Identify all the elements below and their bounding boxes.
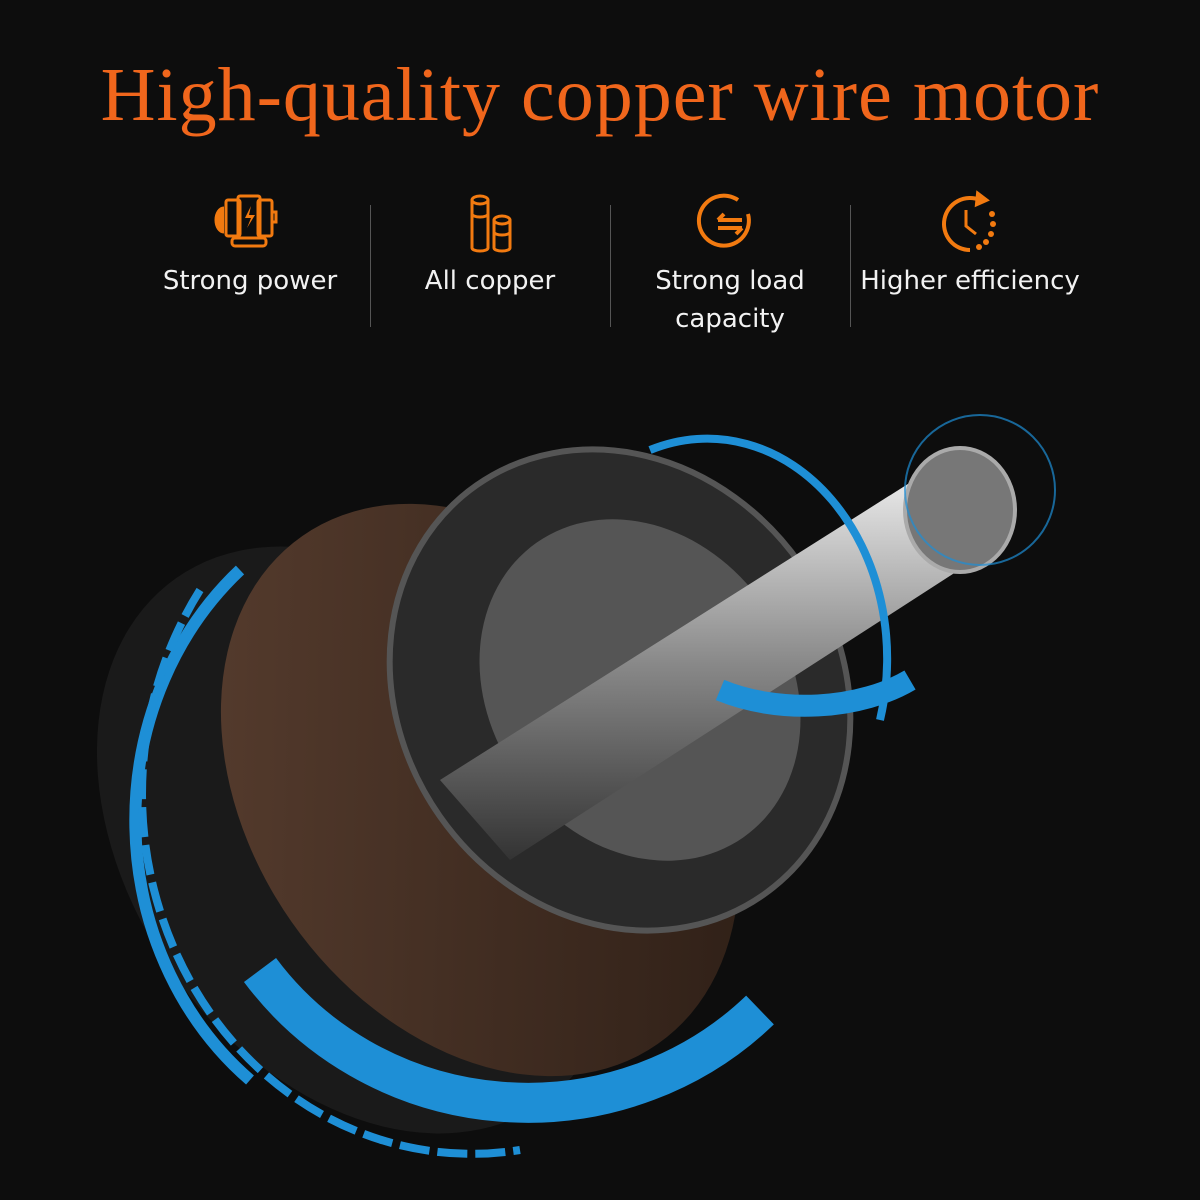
motor-illustration — [96, 414, 1056, 1158]
load-exchange-icon — [696, 193, 751, 248]
feature-label: Higher efficiency — [860, 266, 1080, 296]
feature-label: Strong load capacity — [655, 266, 805, 334]
clock-efficiency-icon — [942, 190, 996, 252]
feature-strong-power: Strong power — [130, 190, 370, 340]
feature-higher-efficiency: Higher efficiency — [850, 190, 1090, 340]
page-title: High-quality copper wire motor — [100, 53, 1100, 137]
blue-motion-arcs — [129, 414, 1056, 1158]
rotor-shaft — [440, 446, 1017, 860]
feature-label: Strong power — [162, 266, 338, 296]
feature-strong-load: Strong load capacity — [610, 190, 850, 340]
feature-all-copper: All copper — [370, 190, 610, 340]
feature-list: Strong power All copper Strong load capa… — [130, 190, 1090, 340]
copper-cylinders-icon — [470, 194, 512, 253]
power-motor-icon — [214, 194, 278, 248]
feature-label: All copper — [424, 266, 556, 296]
